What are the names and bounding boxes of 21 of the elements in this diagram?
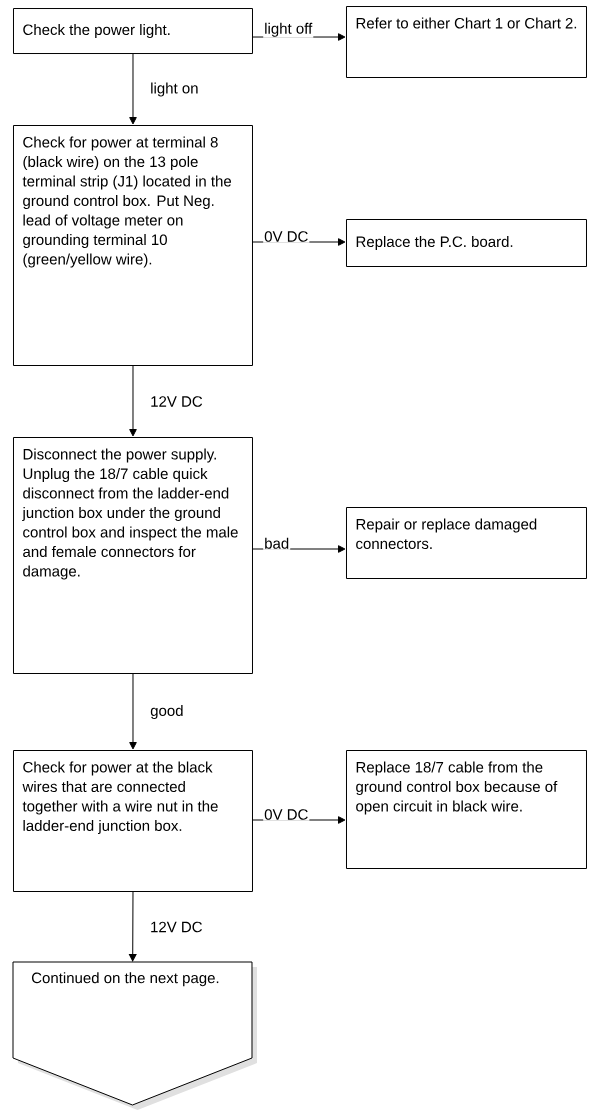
edge-label: good	[149, 704, 185, 720]
off-page-connector: Continued on the next page.	[12, 961, 257, 1110]
arrow	[129, 53, 137, 125]
edge-label: 12V DC	[149, 395, 204, 408]
process-box: Repair or replace damaged connectors.	[346, 507, 587, 579]
edge-label: bad	[263, 536, 291, 550]
edge-label: 0V DC	[263, 808, 310, 821]
arrow	[128, 891, 137, 962]
edge-label: 0V DC	[263, 230, 310, 243]
arrow	[129, 365, 137, 437]
process-box: Replace 18/7 cable from the ground control box because of open circuit in black wire.	[346, 750, 587, 869]
edge-label: light off	[263, 21, 314, 38]
process-box: Check the power light.	[13, 8, 253, 54]
edge-label: light on	[149, 81, 200, 98]
process-box: Replace the P.C. board.	[346, 219, 587, 267]
arrow	[129, 673, 137, 750]
edge-label: 12V DC	[149, 920, 204, 934]
process-box: Refer to either Chart 1 or Chart 2.	[346, 6, 587, 78]
process-box: Check for power at terminal 8 (black wire) on the 13 pole terminal strip (J1) located in the ground control box. Put Neg. lead of voltage meter on grounding terminal 10 (green/yellow wire).	[13, 125, 253, 366]
process-box: Check for power at the black wires that are connected together with a wire nut in the ladder-end junction box.	[13, 750, 253, 892]
process-box: Disconnect the power supply. Unplug the 18/7 cable quick disconnect from the ladder-end junction box under the ground control box and inspect the male and female connectors for damage.	[13, 437, 253, 674]
